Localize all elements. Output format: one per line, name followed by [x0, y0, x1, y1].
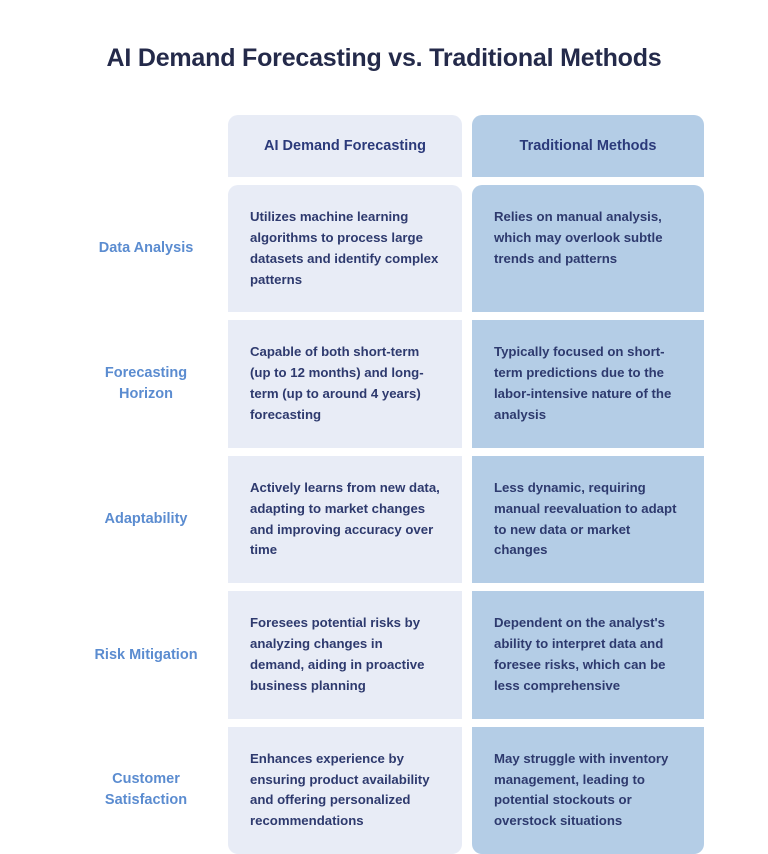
page-title: AI Demand Forecasting vs. Traditional Me…	[106, 44, 662, 72]
column-header-ai-demand-forecasting: AI Demand Forecasting	[228, 115, 462, 177]
table-cell: Dependent on the analyst's ability to in…	[472, 591, 704, 719]
row-label-risk-mitigation: Risk Mitigation	[94, 646, 198, 663]
row-label-data-analysis: Data Analysis	[98, 240, 194, 257]
row-label-adaptability: Adaptability	[104, 511, 188, 528]
table-cell: Foresees potential risks by analyzing ch…	[228, 591, 462, 719]
row-label-forecasting-horizon: Forecasting Horizon	[104, 365, 188, 403]
table-cell: Less dynamic, requiring manual reevaluat…	[472, 455, 704, 584]
table-cell: Actively learns from new data, adapting …	[228, 455, 462, 584]
table-cell: Utilizes machine learning algorithms to …	[228, 185, 462, 313]
infographic-page: AI Demand Forecasting vs. Traditional Me…	[94, 44, 704, 854]
table-cell: Enhances experience by ensuring product …	[228, 726, 462, 854]
column-header-traditional-methods: Traditional Methods	[472, 115, 704, 177]
table-cell: Typically focused on short-term predicti…	[472, 320, 704, 448]
table-cell: Capable of both short-term (up to 12 mon…	[228, 320, 462, 448]
comparison-table: AI Demand Forecasting Traditional Method…	[74, 115, 704, 854]
table-cell: May struggle with inventory management, …	[472, 726, 704, 854]
row-label-customer-satisfaction: Customer Satisfaction	[104, 771, 188, 809]
table-cell: Relies on manual analysis, which may ove…	[472, 185, 704, 313]
table-corner-spacer	[74, 115, 218, 177]
